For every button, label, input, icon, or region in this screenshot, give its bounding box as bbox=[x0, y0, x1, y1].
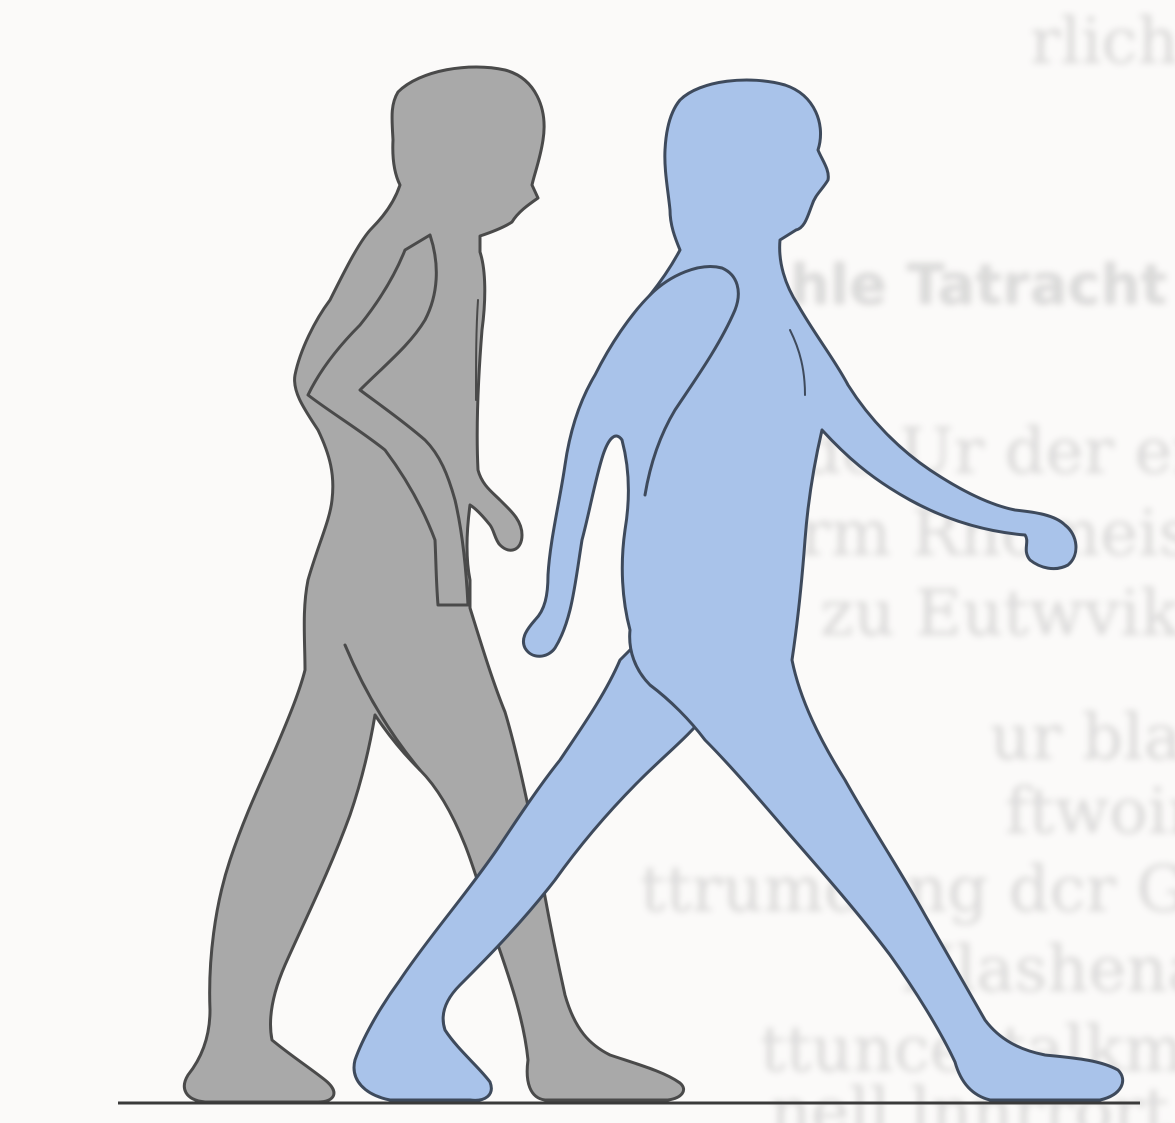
blue-walker-body bbox=[523, 80, 1122, 1100]
